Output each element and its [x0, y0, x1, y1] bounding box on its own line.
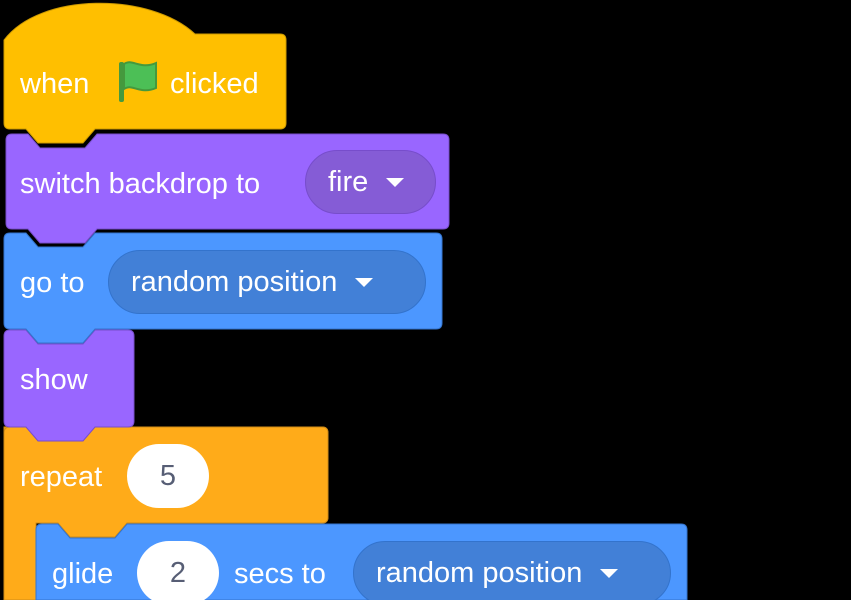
go-to-dropdown-value: random position: [131, 265, 338, 298]
glide-label: glide: [52, 558, 114, 590]
clicked-label: clicked: [170, 68, 259, 100]
repeat-count-input[interactable]: 5: [127, 444, 209, 508]
chevron-down-icon: [386, 178, 405, 187]
go-to-label: go to: [20, 267, 85, 299]
repeat-label: repeat: [20, 461, 103, 493]
show-label: show: [20, 364, 88, 396]
glide-secs-input[interactable]: 2: [137, 541, 219, 600]
chevron-down-icon: [600, 569, 619, 578]
glide-target-dropdown-value: random position: [376, 556, 583, 589]
backdrop-dropdown-value: fire: [328, 165, 369, 198]
secs-to-label: secs to: [234, 558, 326, 590]
backdrop-dropdown[interactable]: fire: [305, 150, 436, 214]
chevron-down-icon: [355, 278, 374, 287]
when-label: when: [20, 68, 90, 100]
green-flag-icon: [119, 61, 157, 102]
glide-target-dropdown[interactable]: random position: [353, 541, 671, 600]
go-to-dropdown[interactable]: random position: [108, 250, 426, 314]
show-block[interactable]: [3, 329, 135, 442]
switch-backdrop-label: switch backdrop to: [20, 168, 261, 200]
